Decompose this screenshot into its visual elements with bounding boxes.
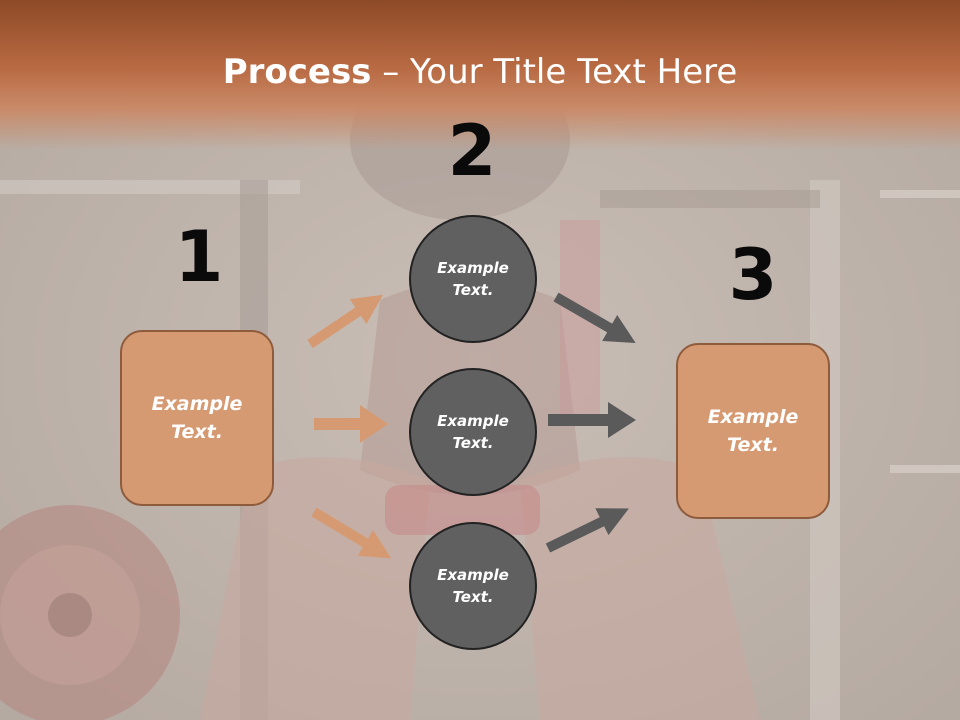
title-rest: – Your Title Text Here: [371, 52, 738, 92]
arrow-up-right-icon: [545, 508, 629, 553]
gray-arrows: [545, 292, 636, 553]
arrow-right-icon: [548, 402, 636, 438]
arrow-down-right-icon: [553, 292, 636, 343]
step-1-number: 1: [174, 216, 224, 298]
step-2-number: 2: [447, 110, 497, 192]
arrow-up-right-icon: [307, 294, 383, 349]
title-bold: Process: [222, 52, 372, 92]
arrow-right-icon: [314, 405, 388, 443]
title-band: [0, 0, 960, 150]
arrow-down-right-icon: [311, 507, 392, 559]
step-3-number: 3: [728, 234, 778, 316]
left-step-box: Example Text.: [120, 330, 274, 506]
right-step-box: Example Text.: [676, 343, 830, 519]
circle-bottom: Example Text.: [409, 522, 537, 650]
circle-middle: Example Text.: [409, 368, 537, 496]
circle-top: Example Text.: [409, 215, 537, 343]
orange-arrows: [307, 294, 392, 559]
slide-title: Process – Your Title Text Here: [0, 52, 960, 92]
